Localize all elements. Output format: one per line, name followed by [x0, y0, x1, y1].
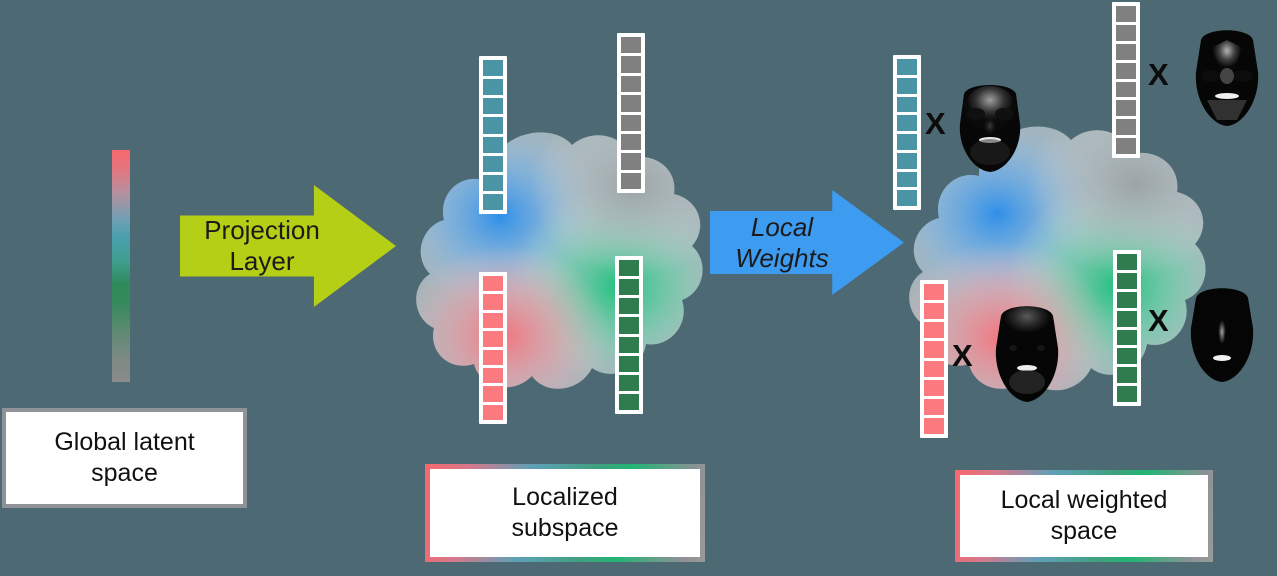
vector-cell — [1117, 310, 1137, 327]
local-weighted-space-label-line1: Local weighted — [1000, 485, 1168, 514]
projection-layer-arrow-label-line2: Layer — [229, 246, 295, 276]
vector-cell — [621, 37, 641, 54]
local-weighted-space-label: Local weighted space — [955, 470, 1213, 562]
vector-cell — [1117, 329, 1137, 346]
vector-green-right — [1113, 250, 1141, 406]
vector-cell — [483, 117, 503, 134]
vector-cell — [483, 193, 503, 210]
vector-cell — [483, 294, 503, 310]
vector-cell — [619, 260, 639, 277]
vector-cell — [483, 404, 503, 420]
vector-cell — [924, 284, 944, 301]
vector-cell — [483, 60, 503, 77]
vector-gray-middle — [617, 33, 645, 193]
localized-subspace-cloud — [416, 132, 703, 389]
vector-cell — [621, 153, 641, 170]
vector-teal-middle — [479, 56, 507, 214]
projection-layer-arrow: Projection Layer — [180, 185, 396, 307]
vector-red-middle — [479, 272, 507, 424]
multiply-operator-teal: X — [925, 106, 946, 141]
vector-cell — [924, 360, 944, 377]
vector-cell — [924, 398, 944, 415]
vector-cell — [1117, 291, 1137, 308]
global-latent-gradient-bar — [112, 150, 130, 382]
vector-cell — [1117, 367, 1137, 384]
vector-cell — [1116, 43, 1136, 60]
vector-cell — [621, 114, 641, 131]
vector-cell — [619, 298, 639, 315]
vector-cell — [619, 393, 639, 410]
vector-cell — [1117, 348, 1137, 365]
local-weights-arrow: Local Weights — [710, 190, 904, 295]
projection-layer-arrow-label-line1: Projection — [204, 215, 320, 246]
vector-cell — [621, 95, 641, 112]
vector-cell — [483, 367, 503, 384]
vector-cell — [1116, 81, 1136, 98]
localized-subspace-label-line2: subspace — [511, 514, 619, 542]
vector-cell — [1117, 272, 1137, 289]
vector-cell — [483, 386, 503, 402]
multiply-operator-red: X — [952, 338, 973, 373]
vector-cell — [483, 136, 503, 153]
vector-cell — [619, 355, 639, 372]
localized-subspace-label: Localized subspace — [425, 464, 705, 562]
global-latent-space-label-line1: Global latent — [54, 427, 195, 456]
vector-green-middle — [615, 256, 643, 414]
global-latent-space-label: Global latent space — [2, 408, 247, 508]
vector-cell — [1116, 24, 1136, 41]
vector-cell — [619, 374, 639, 391]
face-image-red — [995, 306, 1059, 402]
local-weights-arrow-label-line1: Local — [750, 211, 814, 242]
vector-gray-right — [1112, 2, 1140, 158]
vector-cell — [483, 349, 503, 365]
vector-cell — [1116, 119, 1136, 136]
global-latent-space-label-line2: space — [91, 459, 158, 487]
vector-cell — [924, 341, 944, 358]
vector-cell — [619, 336, 639, 353]
vector-cell — [1117, 386, 1137, 402]
face-image-green — [1190, 288, 1254, 382]
vector-cell — [1117, 254, 1137, 270]
vector-cell — [483, 331, 503, 347]
local-weighted-space-label-line2: space — [1050, 517, 1118, 545]
vector-cell — [483, 155, 503, 172]
localized-subspace-label-line1: Localized — [512, 482, 618, 511]
vector-cell — [1116, 62, 1136, 79]
vector-cell — [897, 77, 917, 94]
vector-cell — [483, 98, 503, 115]
face-image-teal — [959, 85, 1021, 172]
vector-cell — [897, 96, 917, 113]
vector-cell — [897, 152, 917, 169]
vector-cell — [897, 59, 917, 75]
local-weights-arrow-label-line2: Weights — [735, 242, 829, 273]
vector-cell — [483, 312, 503, 329]
vector-red-right — [920, 280, 948, 438]
face-image-gray — [1195, 30, 1259, 126]
vector-cell — [621, 133, 641, 151]
vector-cell — [897, 190, 917, 206]
vector-cell — [1116, 100, 1136, 117]
vector-cell — [897, 115, 917, 131]
vector-cell — [619, 317, 639, 334]
vector-cell — [897, 171, 917, 188]
vector-cell — [924, 417, 944, 434]
vector-cell — [924, 379, 944, 396]
vector-cell — [924, 322, 944, 339]
vector-cell — [483, 174, 503, 191]
vector-cell — [1116, 6, 1136, 22]
vector-cell — [621, 56, 641, 73]
vector-cell — [619, 279, 639, 296]
vector-cell — [621, 172, 641, 189]
vector-cell — [924, 303, 944, 320]
vector-cell — [621, 75, 641, 93]
vector-cell — [897, 134, 917, 150]
vector-cell — [483, 79, 503, 96]
vector-cell — [1116, 138, 1136, 154]
multiply-operator-green: X — [1148, 303, 1169, 338]
multiply-operator-gray: X — [1148, 57, 1169, 92]
vector-teal-right — [893, 55, 921, 210]
vector-cell — [483, 276, 503, 292]
